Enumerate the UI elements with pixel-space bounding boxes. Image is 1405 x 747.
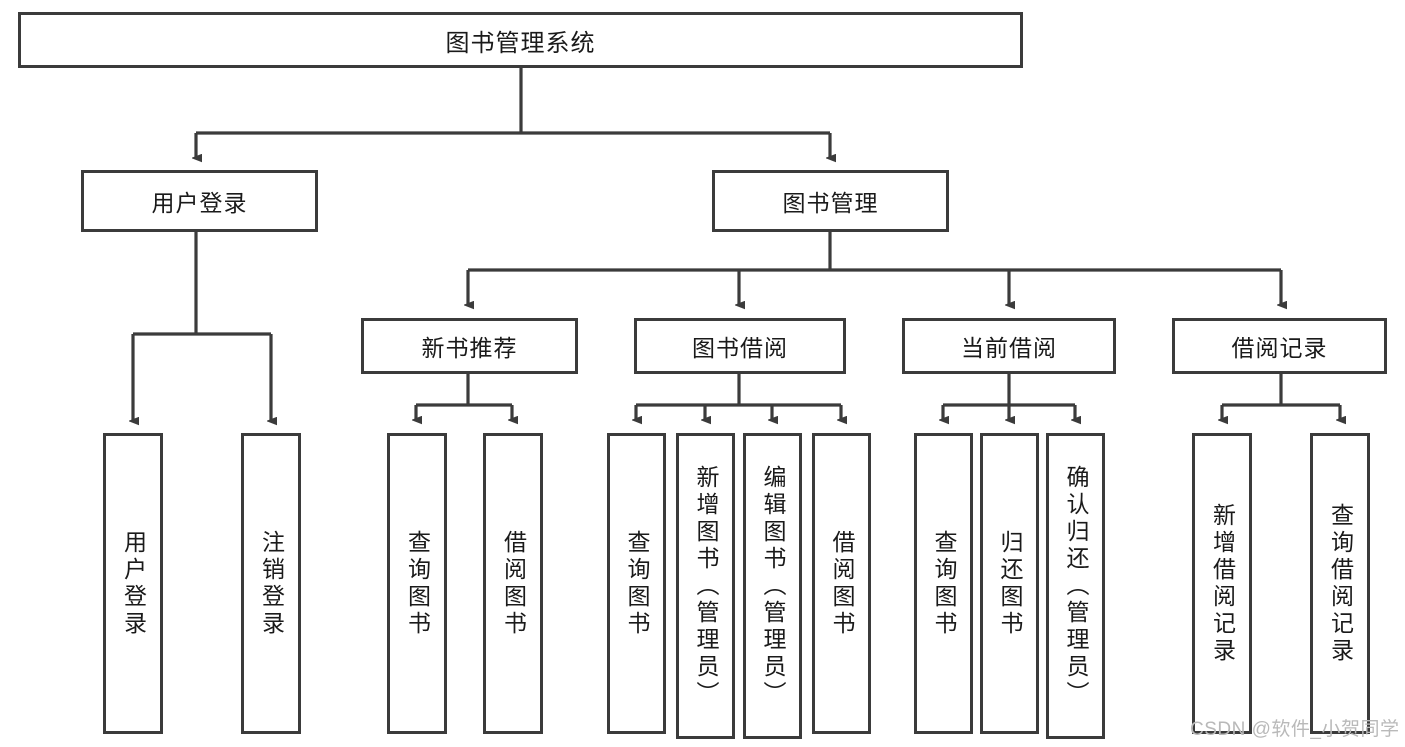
node-user-login[interactable]: 用户登录 bbox=[81, 170, 318, 232]
node-leaf-borrow-books-recommend[interactable]: 借阅图书 bbox=[483, 433, 543, 734]
node-book-borrowing[interactable]: 图书借阅 bbox=[634, 318, 846, 374]
node-label: 确认归还（管理员） bbox=[1063, 464, 1089, 708]
node-label: 查询图书 bbox=[404, 529, 431, 638]
watermark-text: CSDN @软件_小贺同学 bbox=[1190, 719, 1400, 740]
node-book-management[interactable]: 图书管理 bbox=[712, 170, 949, 232]
node-label: 归还图书 bbox=[997, 529, 1023, 638]
node-leaf-borrow-books[interactable]: 借阅图书 bbox=[812, 433, 871, 734]
node-leaf-add-book-admin[interactable]: 新增图书（管理员） bbox=[676, 433, 735, 739]
node-label: 新增借阅记录 bbox=[1209, 502, 1236, 665]
node-leaf-confirm-return-admin[interactable]: 确认归还（管理员） bbox=[1046, 433, 1105, 739]
node-leaf-add-borrow-record[interactable]: 新增借阅记录 bbox=[1192, 433, 1252, 734]
node-leaf-edit-book-admin[interactable]: 编辑图书（管理员） bbox=[743, 433, 802, 739]
node-label: 借阅图书 bbox=[500, 529, 527, 638]
node-current-borrowing[interactable]: 当前借阅 bbox=[902, 318, 1116, 374]
node-label: 查询图书 bbox=[931, 529, 957, 638]
node-leaf-query-books-recommend[interactable]: 查询图书 bbox=[387, 433, 447, 734]
node-label: 用户登录 bbox=[151, 190, 248, 216]
node-label: 编辑图书（管理员） bbox=[760, 464, 786, 708]
node-label: 新增图书（管理员） bbox=[693, 464, 719, 708]
node-label: 图书管理 bbox=[782, 190, 879, 216]
node-label: 图书借阅 bbox=[692, 335, 788, 361]
node-leaf-return-books[interactable]: 归还图书 bbox=[980, 433, 1039, 734]
node-leaf-user-login[interactable]: 用户登录 bbox=[103, 433, 163, 734]
node-label: 查询借阅记录 bbox=[1327, 502, 1354, 665]
node-root-library-management-system[interactable]: 图书管理系统 bbox=[18, 12, 1023, 68]
node-borrowing-record[interactable]: 借阅记录 bbox=[1172, 318, 1387, 374]
node-label: 借阅记录 bbox=[1231, 335, 1328, 361]
node-label: 查询图书 bbox=[624, 529, 650, 638]
node-label: 用户登录 bbox=[120, 529, 147, 638]
node-label: 新书推荐 bbox=[421, 335, 518, 361]
node-leaf-query-books-borrow[interactable]: 查询图书 bbox=[607, 433, 666, 734]
node-label: 图书管理系统 bbox=[445, 29, 596, 57]
node-leaf-query-books-current[interactable]: 查询图书 bbox=[914, 433, 973, 734]
node-label: 当前借阅 bbox=[961, 335, 1057, 361]
node-new-book-recommendation[interactable]: 新书推荐 bbox=[361, 318, 578, 374]
node-label: 注销登录 bbox=[258, 529, 285, 638]
node-leaf-logout[interactable]: 注销登录 bbox=[241, 433, 301, 734]
node-leaf-query-borrow-record[interactable]: 查询借阅记录 bbox=[1310, 433, 1370, 734]
node-label: 借阅图书 bbox=[829, 529, 855, 638]
